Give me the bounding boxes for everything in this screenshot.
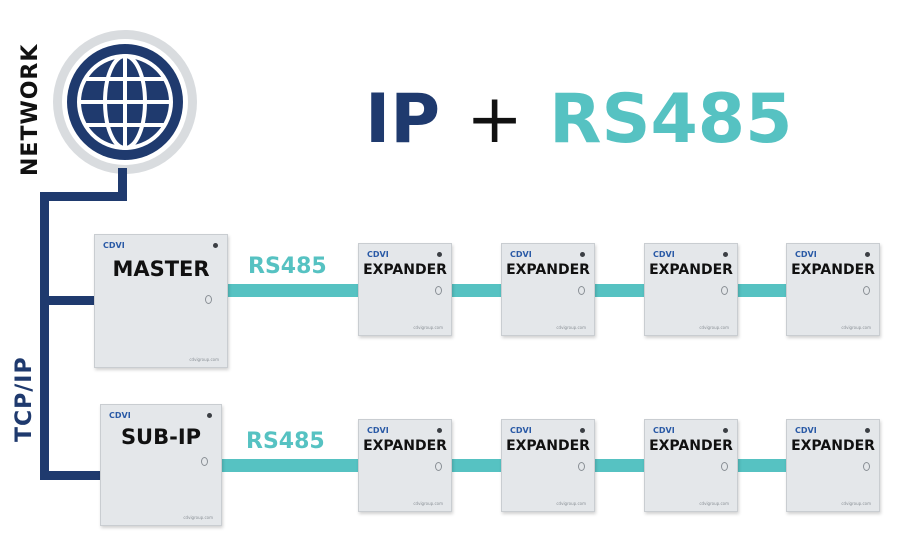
footer-text: cdvigroup.com — [189, 357, 219, 362]
expander-module: CDVI EXPANDER cdvigroup.com — [358, 243, 452, 336]
expander-module: CDVI EXPANDER cdvigroup.com — [786, 243, 880, 336]
lock-icon — [721, 462, 728, 471]
status-led — [723, 428, 728, 433]
footer-text: cdvigroup.com — [556, 501, 586, 506]
brand-logo: CDVI — [510, 426, 532, 435]
rs485-label-row1: RS485 — [248, 254, 327, 279]
lock-icon — [205, 295, 212, 304]
master-link-line — [40, 296, 96, 305]
master-controller: CDVI MASTER cdvigroup.com — [94, 234, 228, 368]
expander-module: CDVI EXPANDER cdvigroup.com — [644, 419, 738, 512]
lock-icon — [863, 462, 870, 471]
tcp-ip-bus-line — [40, 192, 49, 480]
diagram-title: IP + RS485 — [365, 80, 792, 160]
lock-icon — [863, 286, 870, 295]
expander-label: EXPANDER — [791, 262, 875, 278]
status-led — [437, 252, 442, 257]
expander-module: CDVI EXPANDER cdvigroup.com — [358, 419, 452, 512]
expander-label: EXPANDER — [649, 262, 733, 278]
tcp-ip-label: TCP/IP — [12, 356, 37, 442]
sub-ip-controller: CDVI SUB-IP cdvigroup.com — [100, 404, 222, 526]
brand-logo: CDVI — [795, 426, 817, 435]
expander-label: EXPANDER — [649, 438, 733, 454]
lock-icon — [435, 286, 442, 295]
network-label: NETWORK — [18, 43, 43, 176]
lock-icon — [435, 462, 442, 471]
status-led — [723, 252, 728, 257]
expander-module: CDVI EXPANDER cdvigroup.com — [501, 243, 595, 336]
expander-label: EXPANDER — [363, 438, 447, 454]
expander-label: EXPANDER — [506, 262, 590, 278]
network-drop-line — [118, 168, 127, 200]
brand-logo: CDVI — [367, 250, 389, 259]
title-plus: + — [466, 80, 524, 159]
footer-text: cdvigroup.com — [841, 501, 871, 506]
sub-ip-link-line — [40, 471, 102, 480]
expander-module: CDVI EXPANDER cdvigroup.com — [644, 243, 738, 336]
status-led — [580, 428, 585, 433]
brand-logo: CDVI — [795, 250, 817, 259]
footer-text: cdvigroup.com — [699, 325, 729, 330]
status-led — [865, 428, 870, 433]
status-led — [207, 413, 212, 418]
expander-label: EXPANDER — [791, 438, 875, 454]
controller-label: MASTER — [112, 257, 210, 281]
footer-text: cdvigroup.com — [413, 501, 443, 506]
brand-logo: CDVI — [510, 250, 532, 259]
expander-label: EXPANDER — [506, 438, 590, 454]
expander-module: CDVI EXPANDER cdvigroup.com — [786, 419, 880, 512]
brand-logo: CDVI — [367, 426, 389, 435]
brand-logo: CDVI — [653, 250, 675, 259]
status-led — [213, 243, 218, 248]
brand-logo: CDVI — [103, 241, 125, 250]
brand-logo: CDVI — [109, 411, 131, 420]
network-top-line — [40, 192, 127, 201]
lock-icon — [578, 286, 585, 295]
status-led — [580, 252, 585, 257]
expander-label: EXPANDER — [363, 262, 447, 278]
status-led — [865, 252, 870, 257]
brand-logo: CDVI — [653, 426, 675, 435]
footer-text: cdvigroup.com — [841, 325, 871, 330]
title-ip: IP — [365, 80, 441, 159]
lock-icon — [578, 462, 585, 471]
controller-label: SUB-IP — [120, 425, 202, 449]
title-rs485: RS485 — [549, 80, 793, 159]
expander-module: CDVI EXPANDER cdvigroup.com — [501, 419, 595, 512]
footer-text: cdvigroup.com — [183, 515, 213, 520]
globe-icon — [53, 30, 197, 174]
rs485-label-row2: RS485 — [246, 429, 325, 454]
lock-icon — [721, 286, 728, 295]
footer-text: cdvigroup.com — [413, 325, 443, 330]
lock-icon — [201, 457, 208, 466]
status-led — [437, 428, 442, 433]
footer-text: cdvigroup.com — [699, 501, 729, 506]
footer-text: cdvigroup.com — [556, 325, 586, 330]
